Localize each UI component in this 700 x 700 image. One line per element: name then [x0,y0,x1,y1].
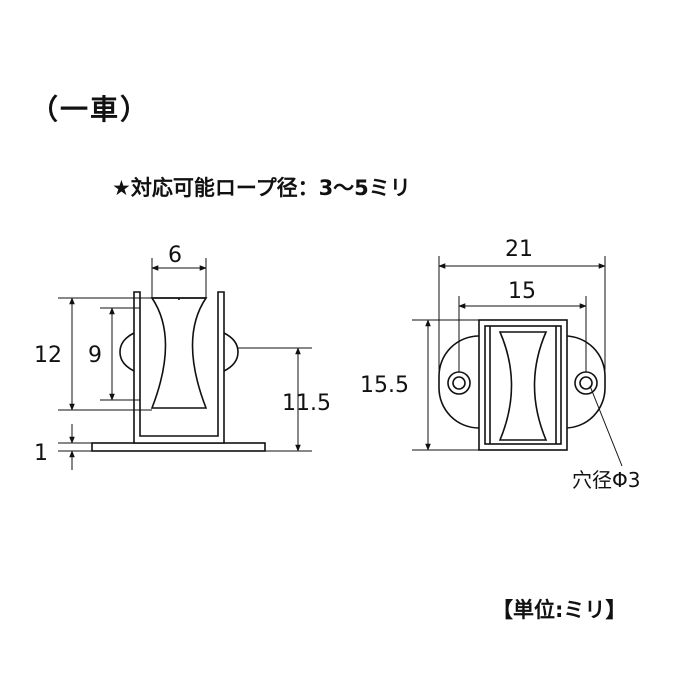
axle-boss-left [119,332,135,372]
base-plate [91,442,266,452]
rope-diameter-note: ★対応可能ロープ径：3〜5ミリ [112,176,411,200]
dim-height-15-5: 15.5 [360,373,409,398]
dim-height-11-5: 11.5 [282,391,331,416]
dim-height-12: 12 [34,343,62,368]
top-pulley-wheel [498,331,548,441]
u-bracket [133,291,225,444]
mount-hole-left [447,371,471,395]
front-dimensions [58,258,312,470]
dim-thickness-1: 1 [34,441,48,466]
dim-width-6: 6 [168,243,182,268]
diagram-title: （一車） [30,93,151,126]
dim-width-21: 21 [505,237,533,262]
dim-width-15: 15 [508,279,536,304]
mount-hole-right [574,371,598,395]
hole-diameter-label: 穴径Φ3 [572,468,641,492]
dim-height-9: 9 [88,343,102,368]
top-dimensions [412,256,623,467]
top-view [438,319,606,451]
unit-label: 【単位:ミリ】 [492,598,627,622]
pulley-wheel [150,297,208,409]
front-view [91,291,266,452]
axle-boss-right [223,332,239,372]
